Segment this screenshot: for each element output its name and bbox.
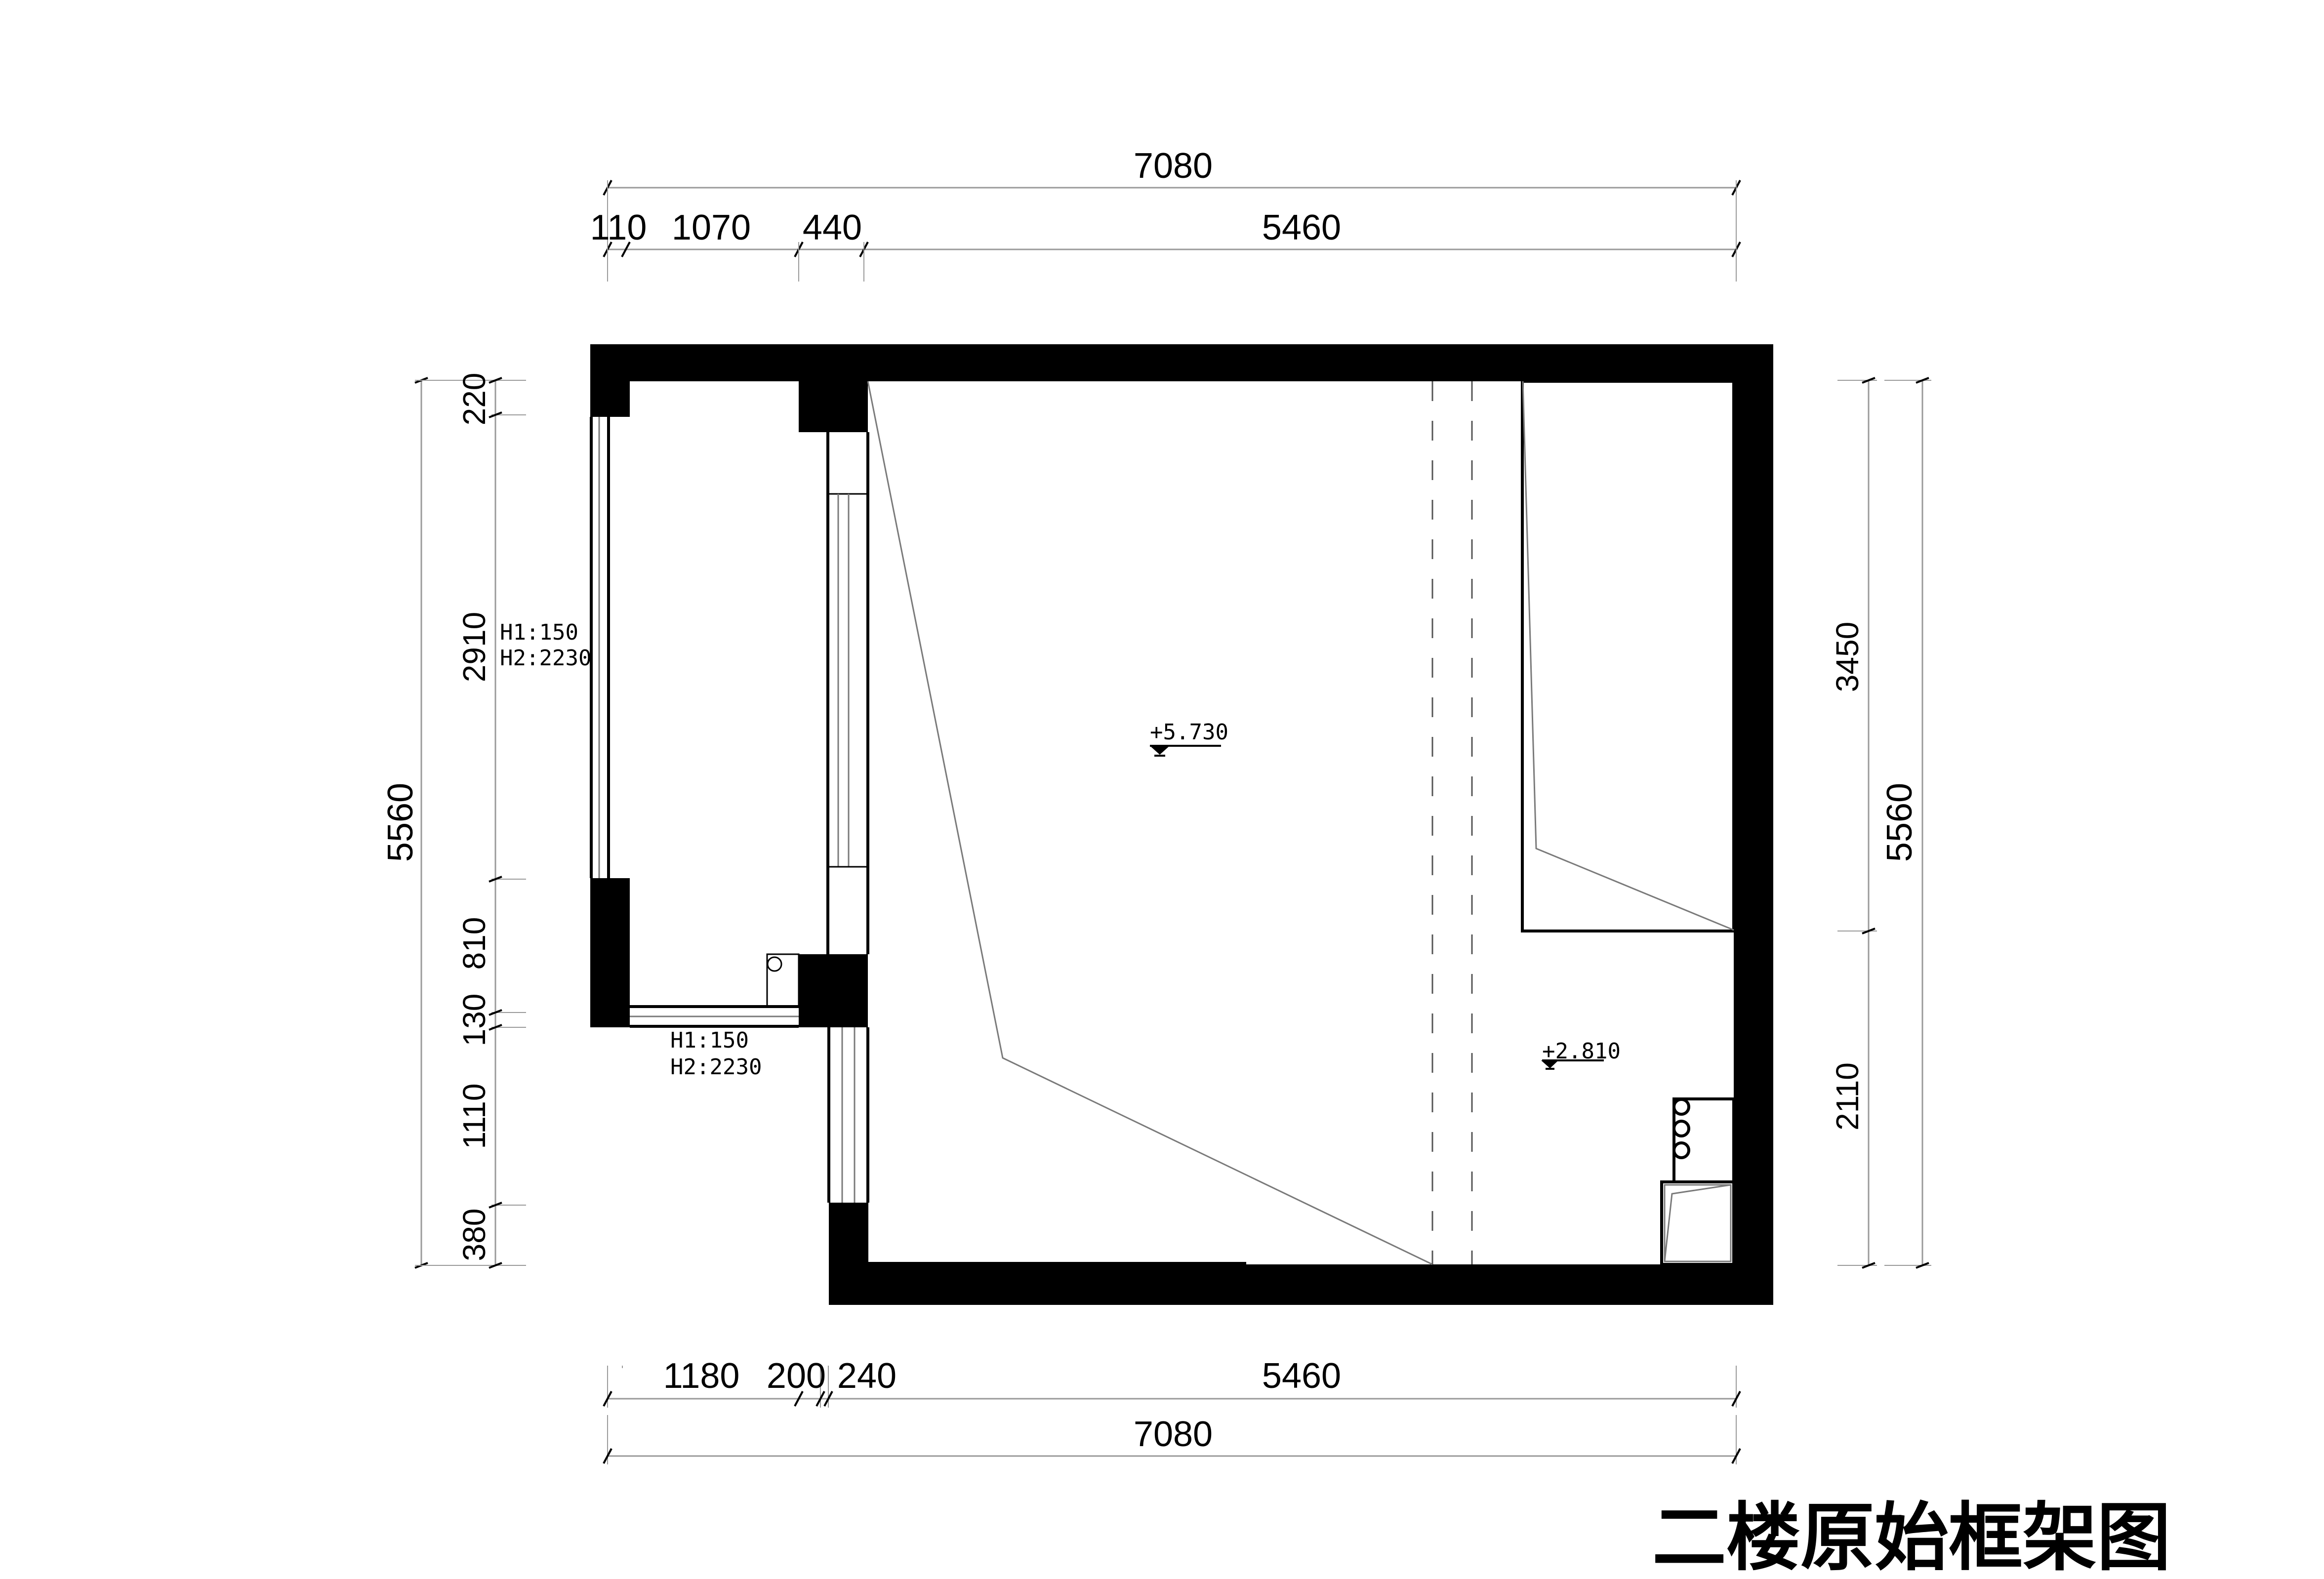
middle-upper-window — [826, 432, 869, 954]
window-height-notes: H1:150 H2:2230 H1:150 H2:2230 — [500, 620, 762, 1080]
middle-top-column — [799, 344, 868, 432]
small-fixture-box — [766, 953, 800, 1008]
left-top-pier — [590, 344, 630, 417]
right-dimension-group: 3450 2110 5560 — [1830, 377, 1931, 1269]
left-dimension-810: 810 — [456, 917, 492, 970]
left-dimension-2910: 2910 — [456, 612, 492, 682]
top-overall-dimension: 7080 — [1134, 146, 1213, 186]
left-overall-dimension: 5560 — [381, 783, 420, 862]
bottom-dimension-200: 200 — [767, 1356, 826, 1396]
top-wall — [590, 344, 1773, 381]
walls — [590, 344, 1773, 1305]
top-dimension-5460: 5460 — [1262, 208, 1341, 247]
top-dimension-1070: 1070 — [672, 208, 751, 247]
bottom-dimension-1180: 1180 — [663, 1356, 740, 1396]
ceiling-slope-line — [867, 381, 1433, 1265]
fixtures — [1660, 1097, 1735, 1266]
left-window-h2: H2:2230 — [500, 646, 591, 671]
bottom-left-pier — [829, 1203, 868, 1267]
bottom-dimension-5460: 5460 — [1262, 1356, 1341, 1396]
left-dimension-1110: 1110 — [456, 1084, 492, 1149]
stair-slope-line — [1522, 381, 1734, 931]
right-overall-dimension: 5560 — [1880, 783, 1919, 862]
elevation-triangle-icon — [1150, 746, 1170, 755]
burner-icon — [1672, 1141, 1690, 1159]
right-dimension-3450: 3450 — [1830, 622, 1865, 692]
right-dimension-2110: 2110 — [1830, 1062, 1865, 1131]
top-dimension-group: 7080 110 1070 440 5460 — [590, 146, 1741, 282]
interior-lines — [867, 380, 1735, 1265]
left-dimension-220: 220 — [456, 373, 492, 426]
top-dimension-440: 440 — [803, 208, 862, 247]
left-bottom-pier — [590, 878, 630, 1027]
stove-counter — [1672, 1097, 1735, 1183]
left-dimension-group: 5560 220 2910 810 130 1110 380 — [381, 373, 526, 1269]
bottom-window-h2: H2:2230 — [670, 1054, 762, 1080]
burner-icon — [1672, 1098, 1690, 1116]
bottom-window-h1: H1:150 — [670, 1028, 749, 1053]
top-dimension-110: 110 — [590, 208, 647, 247]
left-window-h1: H1:150 — [500, 620, 578, 645]
burner-icon — [1672, 1120, 1690, 1137]
bottom-dimension-group: 1180 200 240 5460 7080 — [603, 1356, 1741, 1464]
drawing-title: 二楼原始框架图 — [1652, 1495, 2171, 1579]
bottom-overall-dimension: 7080 — [1134, 1415, 1213, 1454]
bottom-wall — [829, 1264, 1773, 1305]
left-dimension-380: 380 — [456, 1209, 492, 1261]
middle-column — [799, 954, 868, 1027]
right-wall — [1734, 344, 1773, 1305]
middle-lower-window — [827, 1027, 869, 1203]
elevation-triangle-icon — [1541, 1060, 1558, 1068]
elevation-marker-lower: +2.810 — [1541, 1039, 1621, 1070]
elevation-main-label: +5.730 — [1150, 720, 1228, 745]
left-dimension-130: 130 — [456, 994, 492, 1047]
sink-cabinet — [1660, 1180, 1735, 1266]
windows — [590, 417, 869, 1203]
left-bay-window — [590, 417, 610, 878]
bottom-bay-window — [630, 1005, 799, 1028]
elevation-marker-main: +5.730 — [1150, 720, 1228, 757]
stair-void-outline — [1521, 380, 1735, 932]
bottom-dimension-240: 240 — [837, 1356, 897, 1396]
